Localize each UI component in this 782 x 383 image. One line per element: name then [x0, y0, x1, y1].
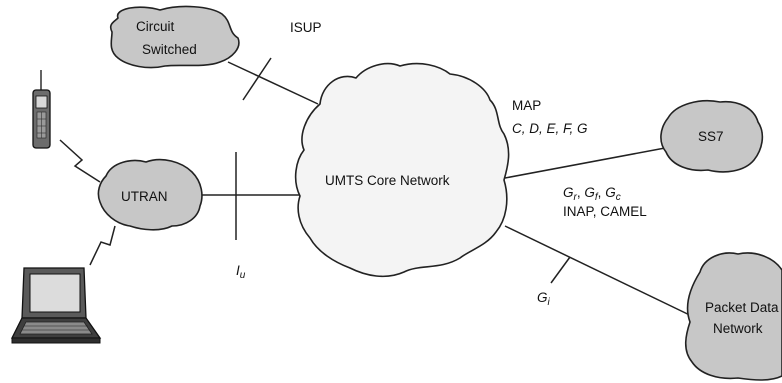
- iu-label: Iu: [236, 263, 246, 281]
- packet-data-network-node: Packet Data Network: [684, 252, 782, 381]
- radio-link-laptop: [89, 225, 116, 266]
- gr-gf-gc-label: Gr, Gf, Gc: [563, 185, 621, 203]
- inap-camel-label: INAP, CAMEL: [563, 204, 647, 219]
- map-title: MAP: [512, 98, 541, 113]
- gi-tick: [550, 256, 571, 284]
- isup-tick: [242, 57, 272, 101]
- umts-core-network-node: UMTS Core Network: [294, 62, 510, 278]
- circuit-switched-label-line2: Switched: [142, 42, 197, 57]
- ss7-label: SS7: [698, 129, 724, 144]
- link-circuit-core: [227, 61, 319, 105]
- laptop-icon: [10, 267, 102, 344]
- radio-link-phone: [59, 139, 101, 183]
- ss7-node: SS7: [660, 100, 764, 173]
- circuit-switched-label-line1: Circuit: [136, 19, 175, 34]
- gi-label: Gi: [537, 290, 551, 308]
- map-interfaces: C, D, E, F, G: [512, 121, 588, 136]
- umts-core-network-label: UMTS Core Network: [325, 173, 450, 188]
- utran-node: UTRAN: [97, 158, 203, 231]
- packet-data-label-line2: Network: [713, 321, 763, 336]
- link-core-packet: [504, 225, 701, 321]
- utran-label: UTRAN: [121, 189, 168, 204]
- link-core-ss7: [504, 147, 666, 179]
- packet-data-label-line1: Packet Data: [705, 300, 779, 315]
- isup-label: ISUP: [290, 20, 322, 35]
- mobile-phone-icon: [32, 70, 51, 149]
- circuit-switched-node: Circuit Switched: [109, 5, 240, 69]
